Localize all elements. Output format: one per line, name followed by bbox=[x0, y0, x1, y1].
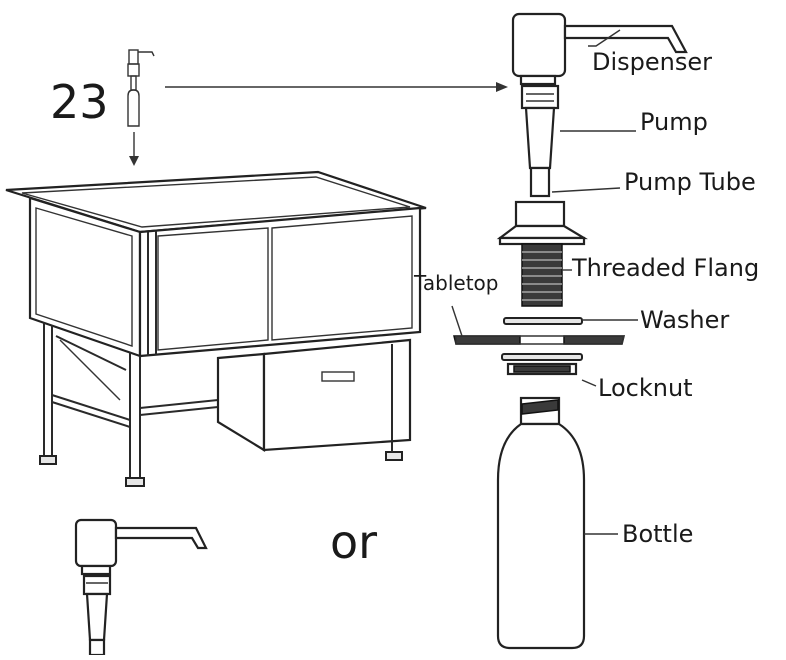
arrow-right-to-dispenser bbox=[165, 82, 508, 92]
label-tabletop: Tabletop bbox=[413, 271, 499, 295]
dispenser-head bbox=[511, 12, 688, 86]
label-washer: Washer bbox=[640, 306, 729, 334]
washer bbox=[503, 317, 583, 325]
or-text: or bbox=[330, 515, 377, 569]
label-pump-tube: Pump Tube bbox=[624, 168, 756, 196]
arrow-down-to-sink bbox=[129, 132, 139, 166]
label-threaded-flange: Threaded Flang bbox=[571, 254, 759, 282]
tabletop bbox=[453, 335, 625, 345]
sink-cabinet bbox=[5, 170, 427, 487]
bottle bbox=[496, 396, 586, 650]
threaded-flange bbox=[496, 200, 588, 307]
step-number: 23 bbox=[50, 75, 109, 129]
label-bottle: Bottle bbox=[622, 520, 693, 548]
alternate-dispenser bbox=[74, 518, 208, 657]
small-dispenser-icon bbox=[127, 49, 155, 127]
pump bbox=[520, 84, 560, 198]
locknut bbox=[501, 353, 583, 376]
label-locknut: Locknut bbox=[598, 374, 693, 402]
label-pump: Pump bbox=[640, 108, 708, 136]
label-dispenser: Dispenser bbox=[592, 48, 712, 76]
leader-lines bbox=[451, 29, 638, 535]
